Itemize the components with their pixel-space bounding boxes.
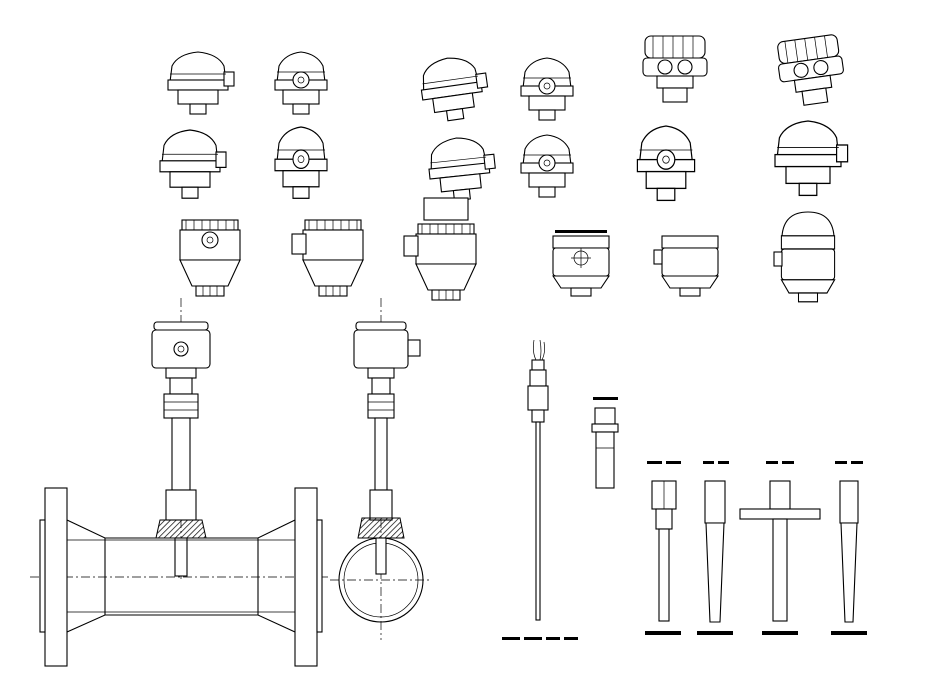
- terminal-head-type-c-side: [774, 33, 849, 197]
- explosion-proof-head-row: [179, 197, 477, 301]
- terminal-head-type-a-front: [274, 51, 328, 199]
- short-compact-sensor: [591, 397, 619, 489]
- terminal-head-type-a-side: [159, 51, 235, 199]
- flanged-pipe-assembly: [30, 298, 330, 667]
- terminal-head-type-b-side: [416, 52, 499, 204]
- pipe-cross-section-assembly: [330, 298, 432, 640]
- thermowell-set: [645, 461, 867, 635]
- terminal-head-type-b-front: [520, 57, 574, 198]
- round-head-row: [552, 211, 836, 303]
- terminal-head-type-c-front: [636, 35, 708, 202]
- cable-probe: [502, 339, 578, 640]
